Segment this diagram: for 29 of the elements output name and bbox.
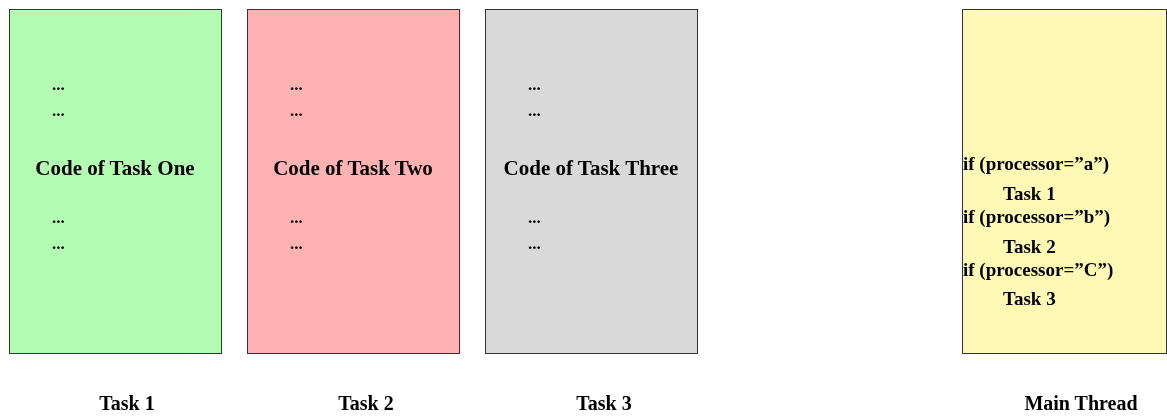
box-caption: Task 3 bbox=[576, 392, 632, 415]
code-text: ... bbox=[52, 207, 66, 229]
box-caption: Task 1 bbox=[99, 392, 155, 415]
code-text: ... bbox=[290, 74, 304, 96]
code-text: ... bbox=[290, 100, 304, 122]
box-caption: Task 2 bbox=[338, 392, 394, 415]
code-box bbox=[9, 9, 222, 354]
code-text: if (processor=”a”) bbox=[963, 152, 1111, 176]
code-text: Code of Task Three bbox=[502, 155, 680, 182]
code-text: ... bbox=[52, 233, 66, 255]
code-box bbox=[485, 9, 698, 354]
code-box bbox=[962, 9, 1167, 354]
code-text: ... bbox=[290, 233, 304, 255]
code-box bbox=[247, 9, 460, 354]
code-text: ... bbox=[52, 74, 66, 96]
code-text: if (processor=”b”) bbox=[963, 205, 1112, 229]
code-text: Code of Task Two bbox=[272, 155, 434, 182]
code-text: ... bbox=[528, 233, 542, 255]
code-text: Task 2 bbox=[1003, 235, 1057, 259]
code-text: ... bbox=[528, 74, 542, 96]
box-caption: Main Thread bbox=[1024, 392, 1138, 415]
code-text: if (processor=”C”) bbox=[963, 258, 1115, 282]
code-text: ... bbox=[528, 100, 542, 122]
code-text: Task 3 bbox=[1003, 287, 1057, 311]
code-text: ... bbox=[528, 207, 542, 229]
code-text: ... bbox=[52, 100, 66, 122]
code-text: Code of Task One bbox=[34, 155, 196, 182]
code-text: ... bbox=[290, 207, 304, 229]
code-text: Task 1 bbox=[1003, 182, 1057, 206]
